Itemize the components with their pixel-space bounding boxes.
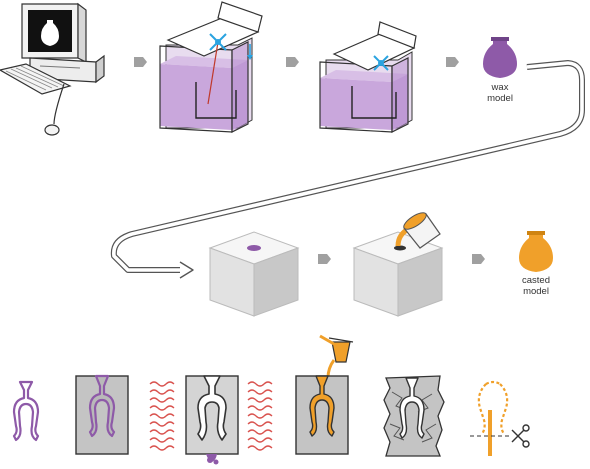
scissors-icon bbox=[511, 424, 530, 448]
resin-vat-lowered bbox=[319, 21, 417, 133]
arrow-icon bbox=[446, 57, 459, 67]
casted-model-label-2: model bbox=[523, 286, 549, 297]
heat-wave-icon bbox=[149, 381, 175, 451]
wax-model-vase bbox=[483, 37, 517, 78]
wax-model-label-1: wax bbox=[491, 82, 509, 93]
crucible-icon bbox=[403, 212, 441, 249]
metal-pour-step bbox=[295, 334, 354, 455]
arrow-icon bbox=[472, 254, 485, 264]
casting-cutoff bbox=[470, 380, 530, 456]
heat-wave-icon bbox=[247, 381, 273, 451]
arrow-icon bbox=[286, 57, 299, 67]
broken-investment bbox=[383, 375, 445, 457]
tree-in-investment bbox=[75, 374, 129, 455]
laser-icon bbox=[209, 33, 227, 51]
casted-model-vase bbox=[519, 231, 553, 272]
connector-pipe bbox=[110, 60, 585, 279]
investment-cube bbox=[208, 231, 300, 317]
wax-model-label-2: model bbox=[487, 93, 513, 104]
computer-icon bbox=[0, 2, 105, 136]
burnout-step bbox=[149, 375, 273, 465]
arrow-icon bbox=[134, 57, 147, 67]
laser-icon bbox=[373, 55, 389, 71]
pouring-cube bbox=[352, 212, 444, 317]
arrow-icon bbox=[318, 254, 331, 264]
wax-tree bbox=[12, 380, 40, 442]
resin-vat-printing bbox=[159, 1, 263, 133]
casted-model-label-1: casted bbox=[522, 275, 550, 286]
crucible-icon bbox=[319, 334, 354, 363]
